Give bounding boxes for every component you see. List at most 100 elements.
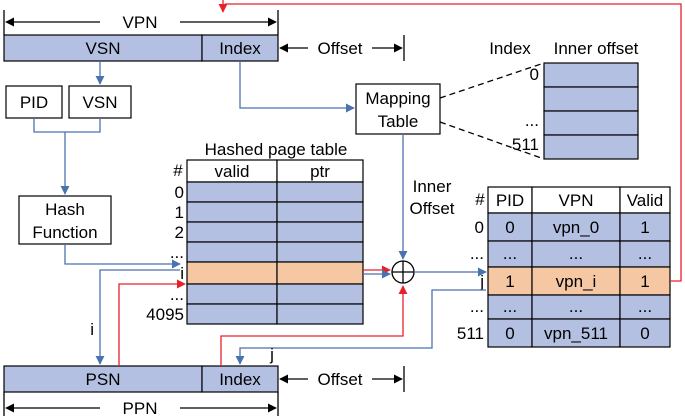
- hpt-cell: [276, 181, 364, 203]
- hpt-row-label: ...: [170, 243, 184, 262]
- inner-row: [543, 134, 639, 160]
- sub-row-label: 0: [475, 218, 484, 237]
- hpt-cell: [186, 221, 278, 243]
- psn-to-hpt-red-arrow: [118, 279, 186, 366]
- hash-function-box: [18, 195, 112, 245]
- sub-header-cell: [619, 186, 671, 214]
- pid-vpn-table: # PID VPN Valid 0 0 vpn_0 1 ... ... ... …: [457, 186, 671, 348]
- hpt-cell: [186, 303, 278, 325]
- red-loop-line: [225, 3, 682, 282]
- hpt-row-label: ...: [170, 285, 184, 304]
- sub-cell-vpn: vpn_i: [556, 272, 597, 291]
- sub-cell-valid: ...: [638, 297, 652, 316]
- mapping-line2: Table: [378, 112, 419, 131]
- hpt-cell: [276, 201, 364, 223]
- vsn-field-label: VSN: [86, 39, 121, 58]
- sub-cell-valid: 1: [640, 218, 649, 237]
- psn-field-label: PSN: [86, 370, 121, 389]
- sub-cell: [531, 318, 621, 348]
- zoom-line-bottom: [439, 121, 545, 160]
- psn-field: [3, 365, 203, 393]
- sub-row-label: j: [479, 272, 484, 291]
- inner-row-label: ...: [525, 111, 539, 130]
- virtual-address: VPN VSN Index Offset: [3, 10, 405, 62]
- pid-box: [5, 85, 63, 119]
- sub-cell: [619, 318, 671, 348]
- pa-offset-span-arrow: [279, 366, 405, 392]
- hpt-cell: [186, 241, 278, 263]
- inner-offset-line2: Offset: [409, 199, 454, 218]
- inner-row: [543, 62, 639, 88]
- sub-cell-pid: 1: [505, 272, 514, 291]
- hpt-cell: [276, 303, 364, 325]
- sub-row-label: ...: [470, 244, 484, 263]
- sub-cell-vpn: ...: [569, 244, 583, 263]
- sub-header-cell: [487, 186, 533, 214]
- sub-header-pid: PID: [496, 191, 524, 210]
- sub-row-label: ...: [470, 297, 484, 316]
- pa-index-field-label: Index: [219, 370, 261, 389]
- hpt-col-ptr: ptr: [310, 162, 330, 181]
- pa-index-field: [201, 365, 279, 393]
- sub-hash-col: #: [475, 190, 485, 209]
- index-to-xor-red-arrow: [220, 285, 408, 366]
- mapping-line1: Mapping: [365, 89, 430, 108]
- i-to-psn-arrow: [95, 269, 180, 365]
- sub-cell: [531, 212, 621, 242]
- hpt-highlight-cell: [276, 261, 364, 285]
- inner-offset-table: Index Inner offset 0 ... 511: [489, 39, 639, 160]
- hpt-row-label: 2: [175, 223, 184, 242]
- hpt-col-valid: valid: [215, 162, 250, 181]
- ppn-span-arrow: [3, 392, 279, 416]
- arrow-label-i: i: [90, 320, 94, 339]
- hpt-hash-col: #: [173, 161, 183, 180]
- hpt-row-label: 0: [175, 183, 184, 202]
- sub-cell: [619, 240, 671, 268]
- sub-cell-pid: ...: [503, 244, 517, 263]
- pid-vsn-input: PID VSN: [5, 85, 132, 119]
- hpt-title: Hashed page table: [205, 140, 348, 159]
- pa-offset-label: Offset: [317, 370, 362, 389]
- sub-cell-vpn: vpn_0: [553, 218, 599, 237]
- ppn-label: PPN: [123, 399, 158, 418]
- offset-span-arrow: [279, 35, 405, 61]
- sub-cell-valid: 1: [640, 272, 649, 291]
- inner-row: [543, 86, 639, 112]
- hpt-highlight-cell: [186, 261, 278, 285]
- hash-line2: Function: [32, 223, 97, 242]
- arrow-label-j: j: [269, 345, 274, 364]
- vsn-box-label: VSN: [83, 93, 118, 112]
- offset-label: Offset: [317, 39, 362, 58]
- sub-header-vpn: VPN: [559, 191, 594, 210]
- sub-cell-valid: 0: [640, 324, 649, 343]
- sub-cell: [531, 294, 621, 320]
- hpt-row-label: i: [180, 264, 184, 283]
- hash-line1: Hash: [45, 200, 85, 219]
- hpt-cell: [276, 241, 364, 263]
- pid-vsn-merge-line: [33, 118, 101, 133]
- inner-index-header: Index: [489, 39, 531, 58]
- pid-box-label: PID: [20, 93, 48, 112]
- index-to-mapping-arrow: [239, 61, 355, 113]
- sub-row-label: 511: [457, 324, 484, 343]
- hpt-row-label: 4095: [146, 305, 184, 324]
- inner-row: [543, 110, 639, 136]
- j-to-index-arrow: [235, 289, 486, 365]
- index-field-label: Index: [219, 39, 261, 58]
- sub-cell: [487, 212, 533, 242]
- hpt-cell: [276, 221, 364, 243]
- sub-cell: [531, 240, 621, 268]
- inner-row-label: 511: [512, 135, 539, 154]
- hashed-page-table: Hashed page table # valid ptr 0 1 2 ... …: [146, 140, 364, 325]
- vsn-field: [3, 34, 203, 62]
- sub-cell-pid: ...: [503, 297, 517, 316]
- zoom-line-top: [439, 62, 545, 99]
- hpt-row-label: 1: [175, 203, 184, 222]
- sub-header-valid: Valid: [627, 191, 664, 210]
- sub-cell-vpn: ...: [569, 297, 583, 316]
- sub-cell-pid: 0: [505, 218, 514, 237]
- sub-cell: [619, 212, 671, 242]
- vpn-label: VPN: [123, 13, 158, 32]
- vpn-span-arrow: [3, 10, 279, 35]
- sub-cell: [619, 294, 671, 320]
